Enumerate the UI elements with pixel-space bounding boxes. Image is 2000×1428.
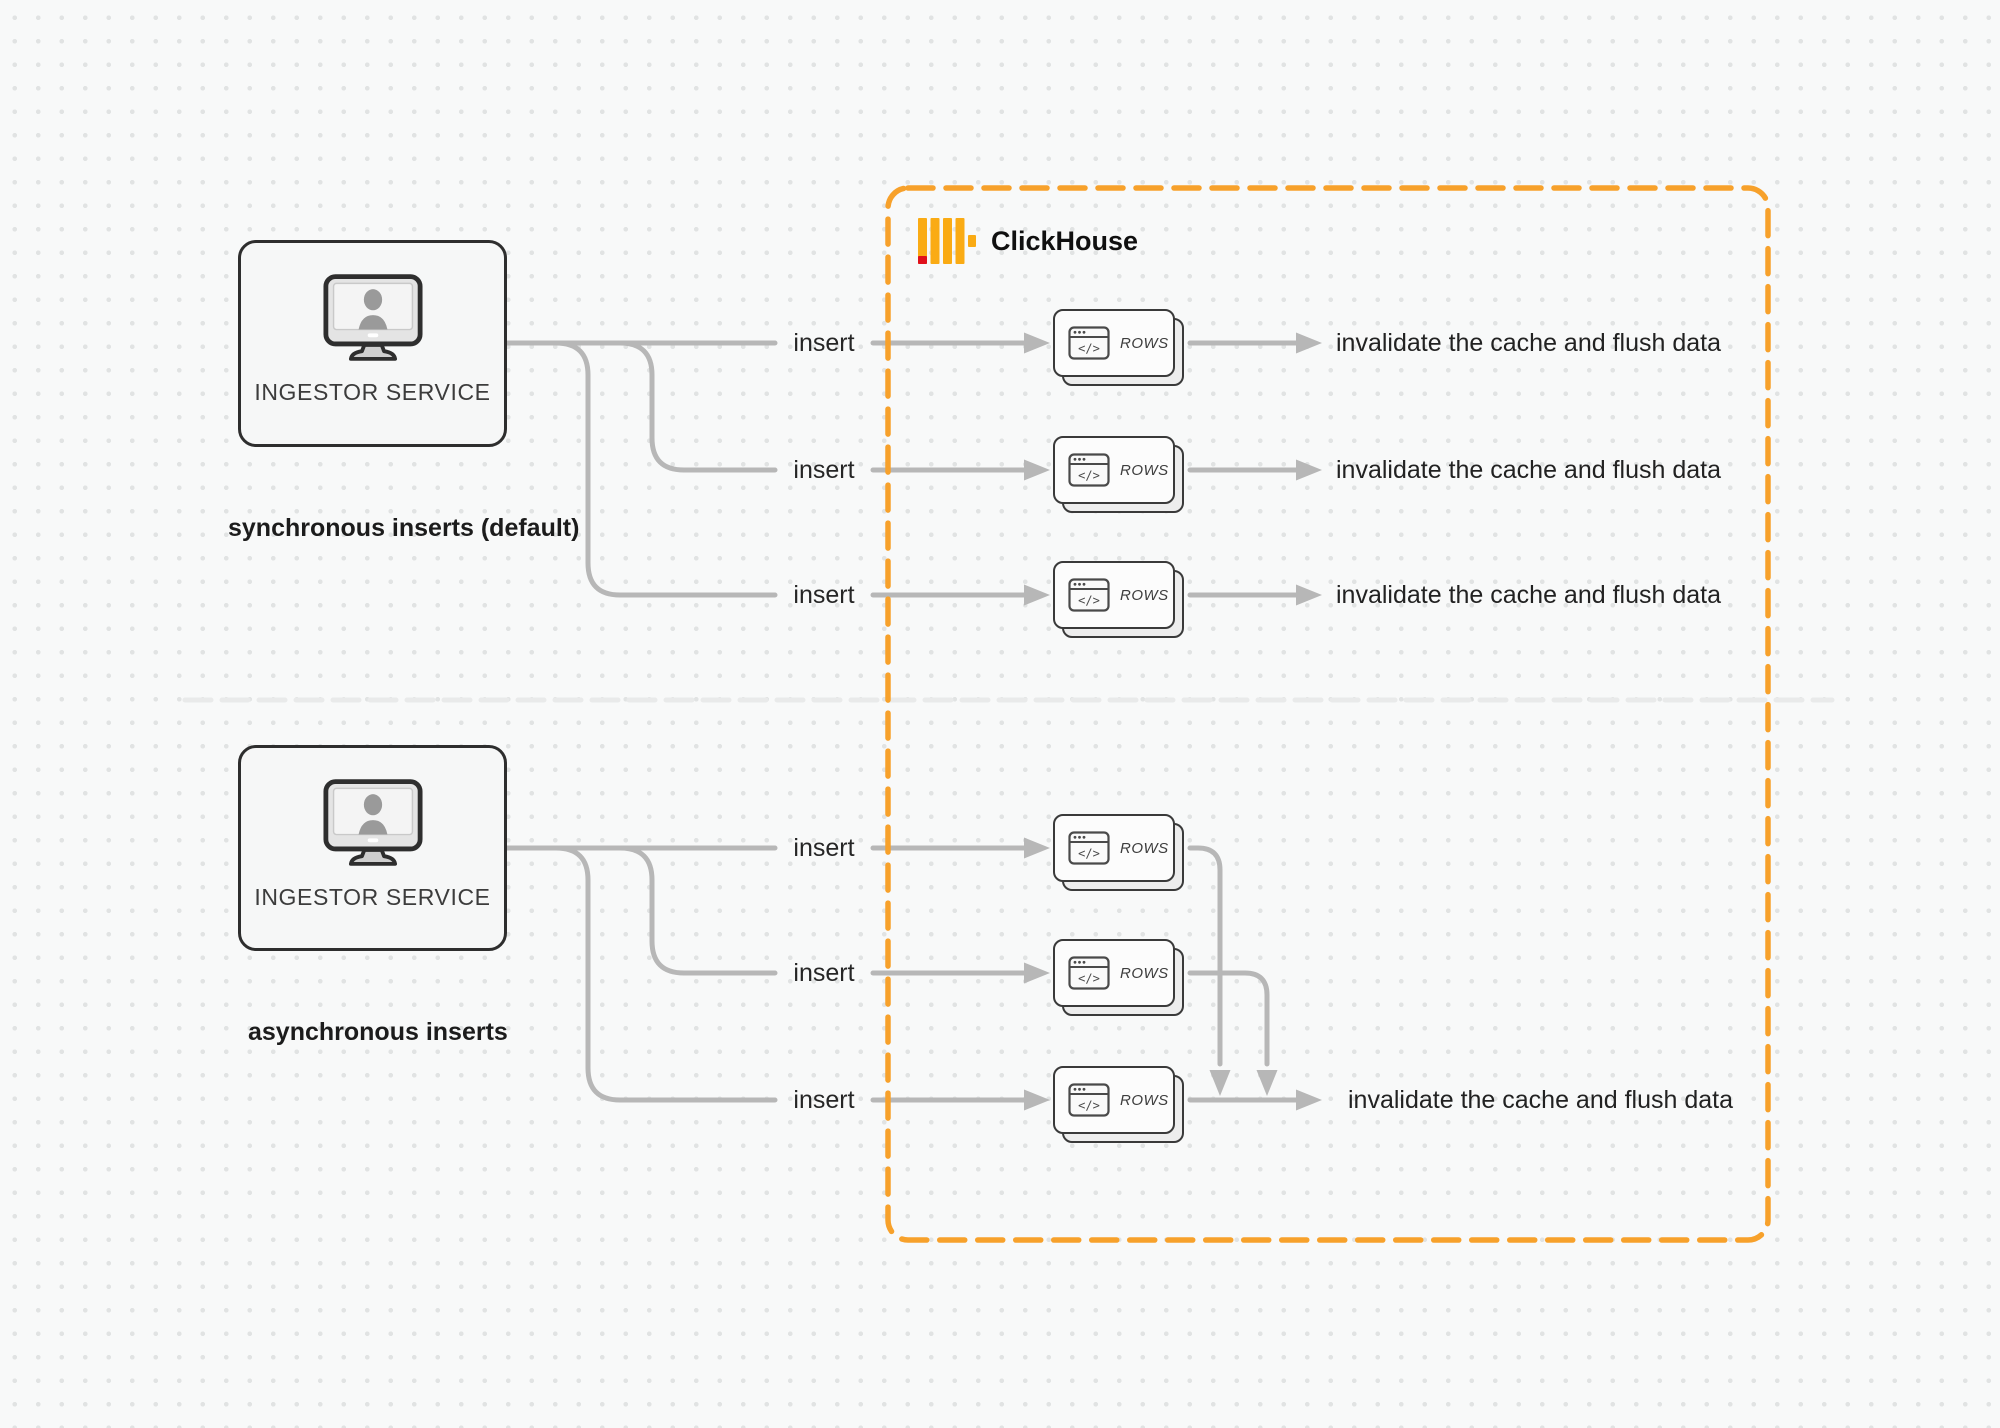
rows-label: ROWS: [1120, 461, 1169, 479]
ingestor-service-box-async: INGESTOR SERVICE: [238, 745, 507, 951]
rows-card: </> ROWS: [1053, 436, 1184, 513]
rows-label: ROWS: [1120, 964, 1169, 982]
rows-card: </> ROWS: [1053, 1066, 1184, 1143]
result-label: invalidate the cache and flush data: [1336, 581, 1721, 609]
clickhouse-logo-text: ClickHouse: [991, 225, 1139, 256]
monitor-user-icon: [322, 274, 423, 361]
rows-card: </> ROWS: [1053, 939, 1184, 1016]
result-label: invalidate the cache and flush data: [1348, 1086, 1733, 1114]
insert-label: insert: [793, 456, 855, 484]
insert-label: insert: [793, 329, 855, 357]
code-window-icon: </>: [1068, 578, 1110, 612]
ingestor-service-label: INGESTOR SERVICE: [254, 379, 491, 405]
rows-card: </> ROWS: [1053, 814, 1184, 891]
svg-text:</>: </>: [1078, 847, 1100, 861]
svg-text:</>: </>: [1078, 594, 1100, 608]
rows-label: ROWS: [1120, 334, 1169, 352]
code-window-icon: </>: [1068, 1083, 1110, 1117]
rows-label: ROWS: [1120, 839, 1169, 857]
async-caption: asynchronous inserts: [248, 1018, 508, 1046]
code-window-icon: </>: [1068, 453, 1110, 487]
svg-text:</>: </>: [1078, 342, 1100, 356]
arrowheads: [1024, 332, 1322, 1111]
svg-text:</>: </>: [1078, 1099, 1100, 1113]
insert-label: insert: [793, 1086, 855, 1114]
insert-label: insert: [793, 834, 855, 862]
rows-card: </> ROWS: [1053, 561, 1184, 638]
svg-text:</>: </>: [1078, 972, 1100, 986]
result-label: invalidate the cache and flush data: [1336, 456, 1721, 484]
monitor-user-icon: [322, 779, 423, 866]
rows-label: ROWS: [1120, 586, 1169, 604]
clickhouse-logo: ClickHouse: [918, 217, 1138, 265]
connector-lines: [504, 340, 1299, 1103]
code-window-icon: </>: [1068, 326, 1110, 360]
sync-caption: synchronous inserts (default): [228, 514, 580, 542]
svg-text:</>: </>: [1078, 469, 1100, 483]
rows-label: ROWS: [1120, 1091, 1169, 1109]
insert-label: insert: [793, 581, 855, 609]
clickhouse-dashed-border: [885, 185, 1771, 1243]
insert-label: insert: [793, 959, 855, 987]
code-window-icon: </>: [1068, 956, 1110, 990]
clickhouse-logo-icon: [918, 217, 976, 264]
result-label: invalidate the cache and flush data: [1336, 329, 1721, 357]
code-window-icon: </>: [1068, 831, 1110, 865]
ingestor-service-box-sync: INGESTOR SERVICE: [238, 240, 507, 447]
rows-card: </> ROWS: [1053, 309, 1184, 386]
ingestor-service-label: INGESTOR SERVICE: [254, 884, 491, 910]
